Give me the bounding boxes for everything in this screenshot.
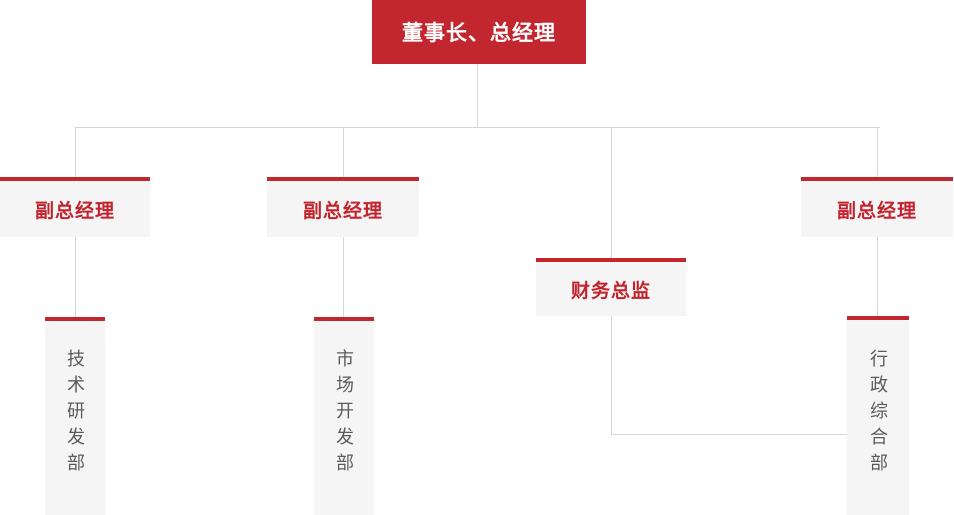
node-dept-tech-rd-label: 技术研发部 <box>65 349 85 479</box>
node-deputy-gm-1: 副总经理 <box>0 177 150 237</box>
connector-cfo-right <box>611 434 847 435</box>
node-dept-market-dev: 市场开发部 <box>314 317 374 515</box>
node-dept-tech-rd: 技术研发部 <box>45 317 105 515</box>
node-deputy-gm-3: 副总经理 <box>801 177 953 237</box>
connector-root-drop <box>477 64 478 127</box>
node-finance-director-label: 财务总监 <box>570 280 651 302</box>
connector-drop-vp2 <box>343 128 344 177</box>
node-dept-admin-general: 行政综合部 <box>847 316 909 515</box>
node-finance-director: 财务总监 <box>536 258 686 316</box>
node-deputy-gm-2: 副总经理 <box>267 177 419 237</box>
node-dept-market-dev-label: 市场开发部 <box>334 349 354 479</box>
connector-vp1-dept <box>75 237 76 317</box>
connector-vp3-dept <box>877 237 878 316</box>
node-dept-admin-general-label: 行政综合部 <box>868 348 888 479</box>
node-chairman-general-manager: 董事长、总经理 <box>372 0 586 64</box>
node-chairman-general-manager-label: 董事长、总经理 <box>402 22 556 45</box>
node-deputy-gm-1-label: 副总经理 <box>34 200 115 222</box>
node-deputy-gm-2-label: 副总经理 <box>302 200 383 222</box>
connector-drop-cfo <box>611 128 612 258</box>
connector-drop-vp3 <box>877 128 878 177</box>
connector-drop-vp1 <box>75 128 76 177</box>
connector-trunk <box>75 127 880 128</box>
connector-cfo-down <box>611 316 612 435</box>
node-deputy-gm-3-label: 副总经理 <box>836 200 917 222</box>
connector-vp2-dept <box>343 237 344 317</box>
